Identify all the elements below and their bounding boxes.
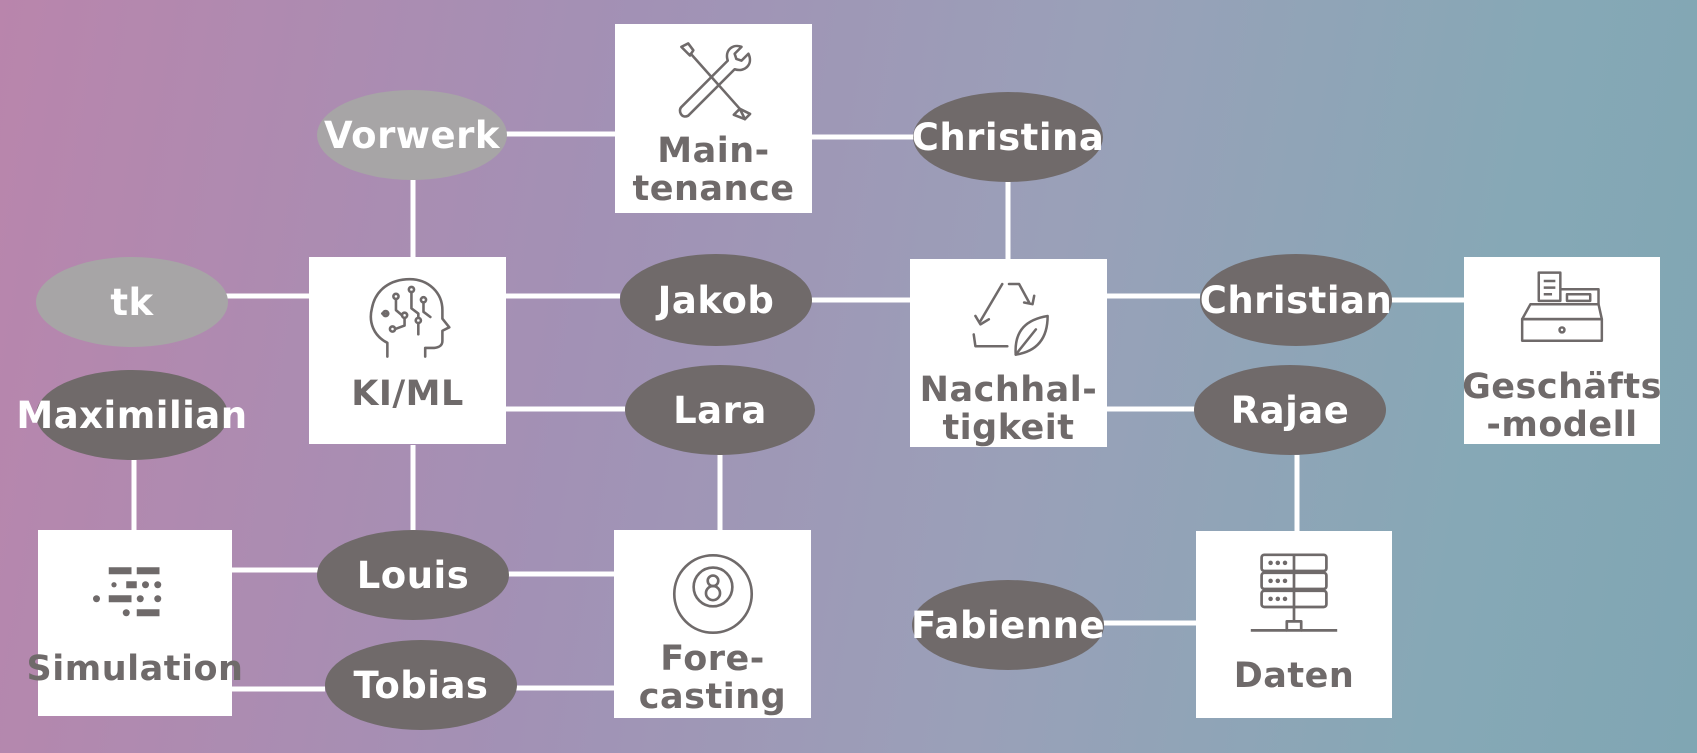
- magic-8-ball-icon: [672, 553, 753, 635]
- forecasting-label: Fore- casting: [639, 640, 786, 716]
- person-tk: tk: [36, 257, 228, 347]
- nachhaltigkeit-label: Nachhal- tigkeit: [920, 371, 1098, 447]
- geschaeftsmodell-label-line1: Geschäfts: [1462, 367, 1662, 407]
- forecasting-label-line2: casting: [638, 677, 787, 717]
- topic-forecasting: Fore- casting: [614, 530, 811, 718]
- person-fabienne: Fabienne: [911, 580, 1105, 670]
- maintenance-label-line1: Main-: [657, 131, 770, 171]
- person-maximilian: Maximilian: [16, 370, 247, 460]
- server-network-icon: [1250, 553, 1338, 632]
- maintenance-label: Main- tenance: [633, 132, 795, 208]
- cash-register-icon: [1520, 271, 1604, 342]
- nachhaltigkeit-label-line2: tigkeit: [942, 408, 1075, 448]
- person-tobias: Tobias: [325, 640, 517, 730]
- person-vorwerk: Vorwerk: [317, 90, 507, 180]
- person-christian: Christian: [1200, 254, 1392, 346]
- person-christina: Christina: [912, 92, 1104, 182]
- daten-label: Daten: [1233, 656, 1355, 696]
- wrench-screwdriver-icon: [678, 42, 751, 121]
- nachhaltigkeit-label-line1: Nachhal-: [919, 370, 1098, 410]
- person-lara: Lara: [625, 365, 815, 455]
- forecasting-label-line1: Fore-: [660, 639, 765, 679]
- person-rajae: Rajae: [1194, 365, 1386, 455]
- maintenance-label-line2: tenance: [632, 169, 795, 209]
- simulation-label: Simulation: [26, 649, 244, 689]
- topic-simulation: Simulation: [27, 530, 243, 716]
- person-jakob: Jakob: [620, 254, 812, 346]
- topic-geschaeftsmodell: Geschäfts -modell: [1462, 257, 1662, 444]
- geschaeftsmodell-label-line2: -modell: [1486, 405, 1638, 445]
- topic-nachhaltigkeit: Nachhal- tigkeit: [910, 259, 1107, 447]
- topic-maintenance: Main- tenance: [615, 24, 812, 213]
- person-louis: Louis: [317, 530, 509, 620]
- ai-head-icon: [369, 277, 451, 358]
- simulation-dots-icon: [93, 567, 162, 617]
- recycle-leaf-icon: [971, 282, 1049, 356]
- geschaeftsmodell-label: Geschäfts -modell: [1462, 368, 1662, 444]
- topic-daten: Daten: [1196, 531, 1392, 718]
- topic-ki-ml: KI/ML: [309, 257, 506, 444]
- ki-ml-label: KI/ML: [351, 374, 464, 414]
